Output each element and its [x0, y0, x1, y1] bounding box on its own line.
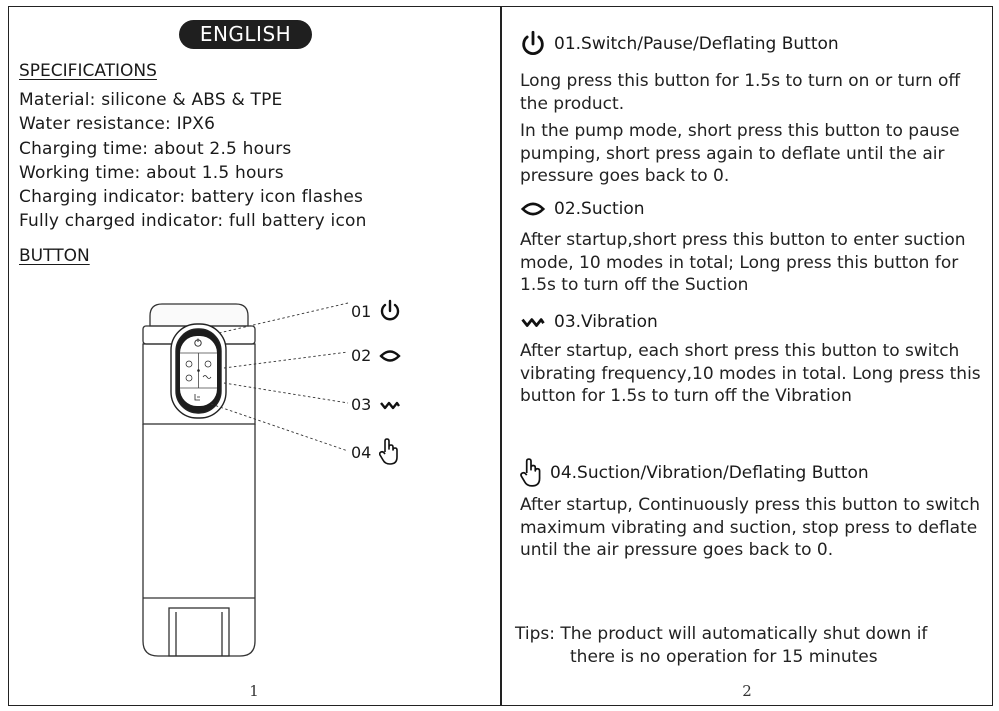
callout-04: 04 [351, 438, 399, 466]
callout-number: 01 [351, 301, 372, 321]
section-01-paragraph-1: Long press this button for 1.5s to turn … [520, 71, 961, 114]
spec-line: Charging time: about 2.5 hours [19, 138, 292, 159]
tips-line-1: The product will automatically shut down… [560, 624, 928, 644]
section-title: 04.Suction/Vibration/Deflating Button [550, 463, 869, 483]
power-icon [520, 30, 546, 58]
tips-line-2: there is no operation for 15 minutes [570, 647, 878, 667]
page-number: 1 [249, 682, 259, 700]
specifications-heading: SPECIFICATIONS [19, 61, 157, 81]
callout-number: 04 [351, 442, 372, 462]
callout-number: 03 [351, 395, 372, 414]
section-title: 01.Switch/Pause/Deflating Button [554, 34, 839, 54]
section-03-heading: 03.Vibration [520, 312, 658, 332]
spec-line: Charging indicator: battery icon flashes [19, 187, 364, 208]
tips-label: Tips: [515, 624, 555, 644]
section-04-heading: 04.Suction/Vibration/Deflating Button [520, 458, 869, 488]
section-title: 02.Suction [554, 199, 645, 219]
wave-icon [520, 315, 546, 329]
language-badge: ENGLISH [179, 20, 312, 49]
section-01-paragraph-2: In the pump mode, short press this butto… [520, 121, 960, 187]
callout-01: 01 [351, 299, 401, 323]
section-02-paragraph: After startup,short press this button to… [520, 230, 966, 296]
section-01-heading: 01.Switch/Pause/Deflating Button [520, 30, 839, 58]
wave-icon [380, 401, 401, 409]
right-page: 01.Switch/Pause/Deflating Button Long pr… [501, 6, 993, 706]
spec-line: Material: silicone & ABS & TPE [19, 90, 283, 110]
spec-line: Water resistance: IPX6 [19, 114, 216, 135]
control-panel [170, 323, 227, 419]
section-03-paragraph: After startup, each short press this but… [520, 341, 981, 407]
page-number: 2 [742, 682, 752, 700]
left-page: ENGLISH SPECIFICATIONS Material: silicon… [8, 6, 500, 706]
hand-pointer-icon [379, 438, 399, 465]
button-heading: BUTTON [19, 246, 90, 266]
page-divider [500, 6, 502, 706]
section-02-heading: 02.Suction [520, 199, 645, 219]
power-icon [381, 299, 400, 321]
callout-03: 03 [351, 395, 401, 414]
spec-line: Fully charged indicator: full battery ic… [19, 211, 367, 232]
callout-number: 02 [351, 346, 372, 365]
lips-icon [520, 201, 546, 217]
leader-lines [210, 302, 349, 452]
section-title: 03.Vibration [554, 312, 658, 332]
lips-icon [379, 349, 401, 362]
hand-pointer-icon [520, 458, 542, 488]
specifications-list: Material: silicone & ABS & TPE Water res… [19, 88, 367, 234]
tips-note: Tips: The product will automatically shu… [515, 623, 927, 669]
section-04-paragraph: After startup, Continuously press this b… [520, 495, 981, 561]
device-illustration: 01 02 03 04 [8, 286, 500, 676]
spec-line: Working time: about 1.5 hours [19, 162, 284, 183]
callout-02: 02 [351, 346, 401, 365]
